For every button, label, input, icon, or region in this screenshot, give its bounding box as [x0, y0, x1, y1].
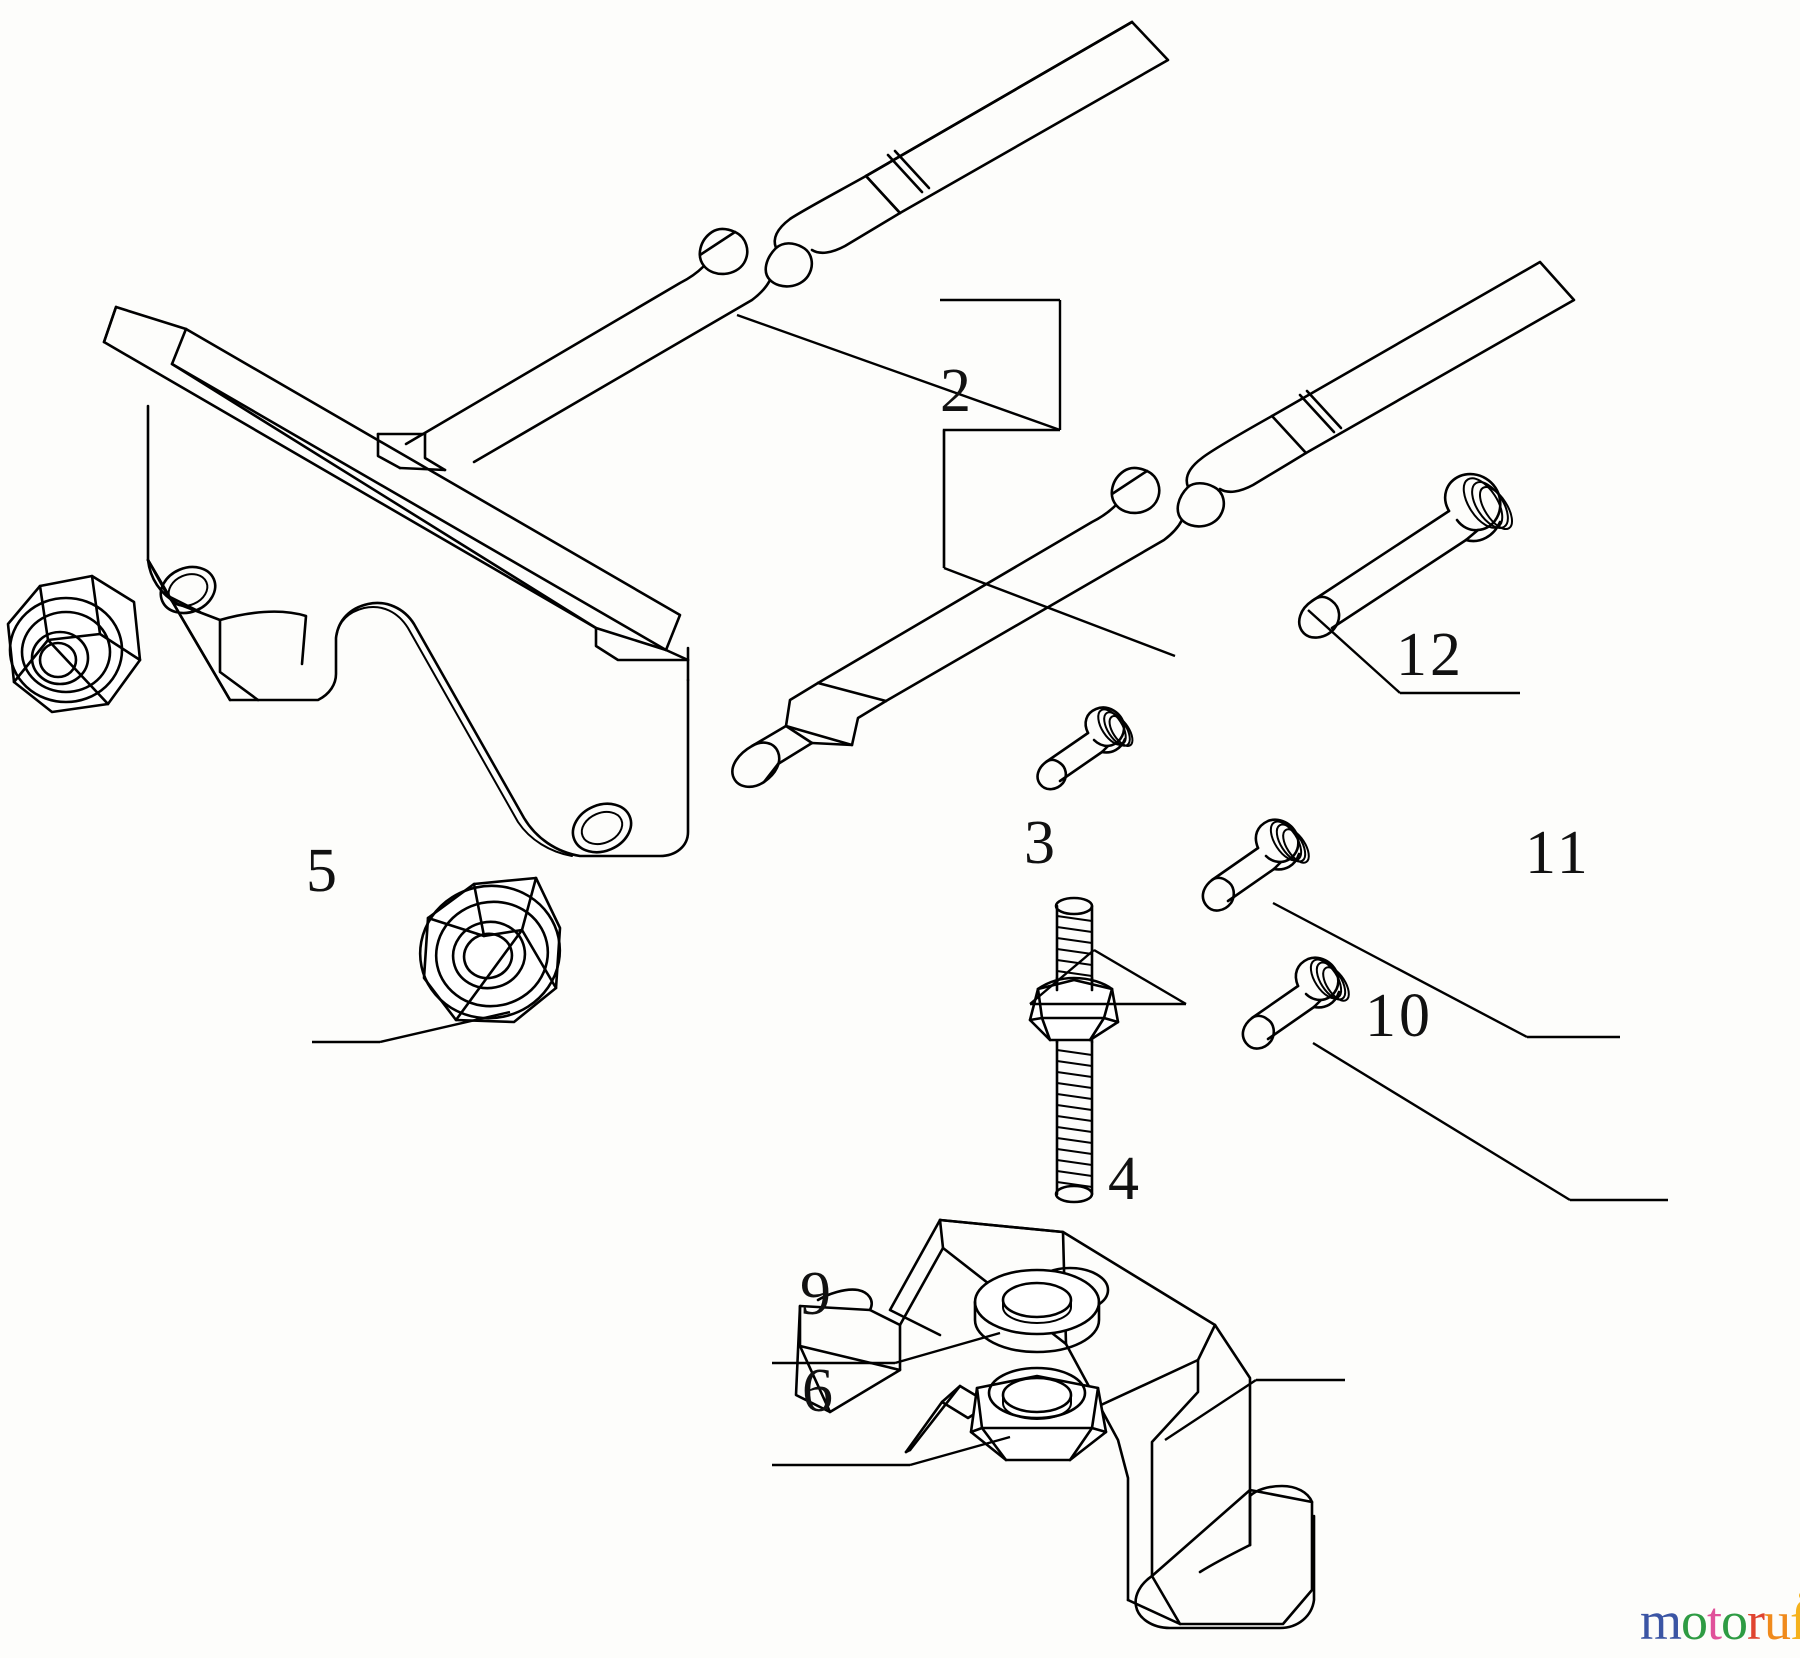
callout-label-3: 3 [1024, 809, 1058, 877]
handle-tube-lower-end [731, 681, 888, 789]
watermark-letter-o2: o [1721, 1591, 1748, 1651]
callout-label-11: 11 [1525, 819, 1591, 887]
watermark-letter-u: u [1764, 1591, 1791, 1651]
handle-tube-upper-right [816, 260, 1576, 703]
motoruf-watermark: motoruf.de [1640, 1591, 1800, 1651]
flange-lock-nut-lower [418, 876, 562, 1024]
handle-tube-upper-left [404, 20, 1170, 464]
callout-label-4: 4 [1108, 1145, 1142, 1213]
long-carriage-bolt [1298, 472, 1513, 639]
frame-side-plate [102, 305, 690, 858]
callout-label-12: 12 [1396, 621, 1464, 689]
watermark-letter-t: t [1707, 1591, 1722, 1651]
watermark-letter-o1: o [1681, 1591, 1708, 1651]
flange-lock-nut-upper-left [6, 574, 142, 714]
short-carriage-bolt-center [1036, 706, 1134, 791]
watermark-dot [1798, 1592, 1800, 1599]
callout-label-10: 10 [1365, 982, 1433, 1050]
callout-label-5: 5 [306, 837, 340, 905]
callout-leader-lines [312, 298, 1668, 1467]
short-carriage-bolt-10 [1241, 956, 1350, 1050]
callout-label-6: 6 [802, 1357, 836, 1425]
watermark-letter-m: m [1640, 1591, 1682, 1651]
callout-label-2: 2 [940, 357, 974, 425]
short-carriage-bolt-11 [1201, 818, 1310, 912]
watermark-letter-f: f [1790, 1591, 1800, 1651]
watermark-letter-r: r [1747, 1591, 1765, 1651]
threaded-rod-with-hex-nut [1028, 896, 1120, 1204]
flat-washer [973, 1268, 1101, 1354]
callout-label-9: 9 [800, 1260, 834, 1328]
